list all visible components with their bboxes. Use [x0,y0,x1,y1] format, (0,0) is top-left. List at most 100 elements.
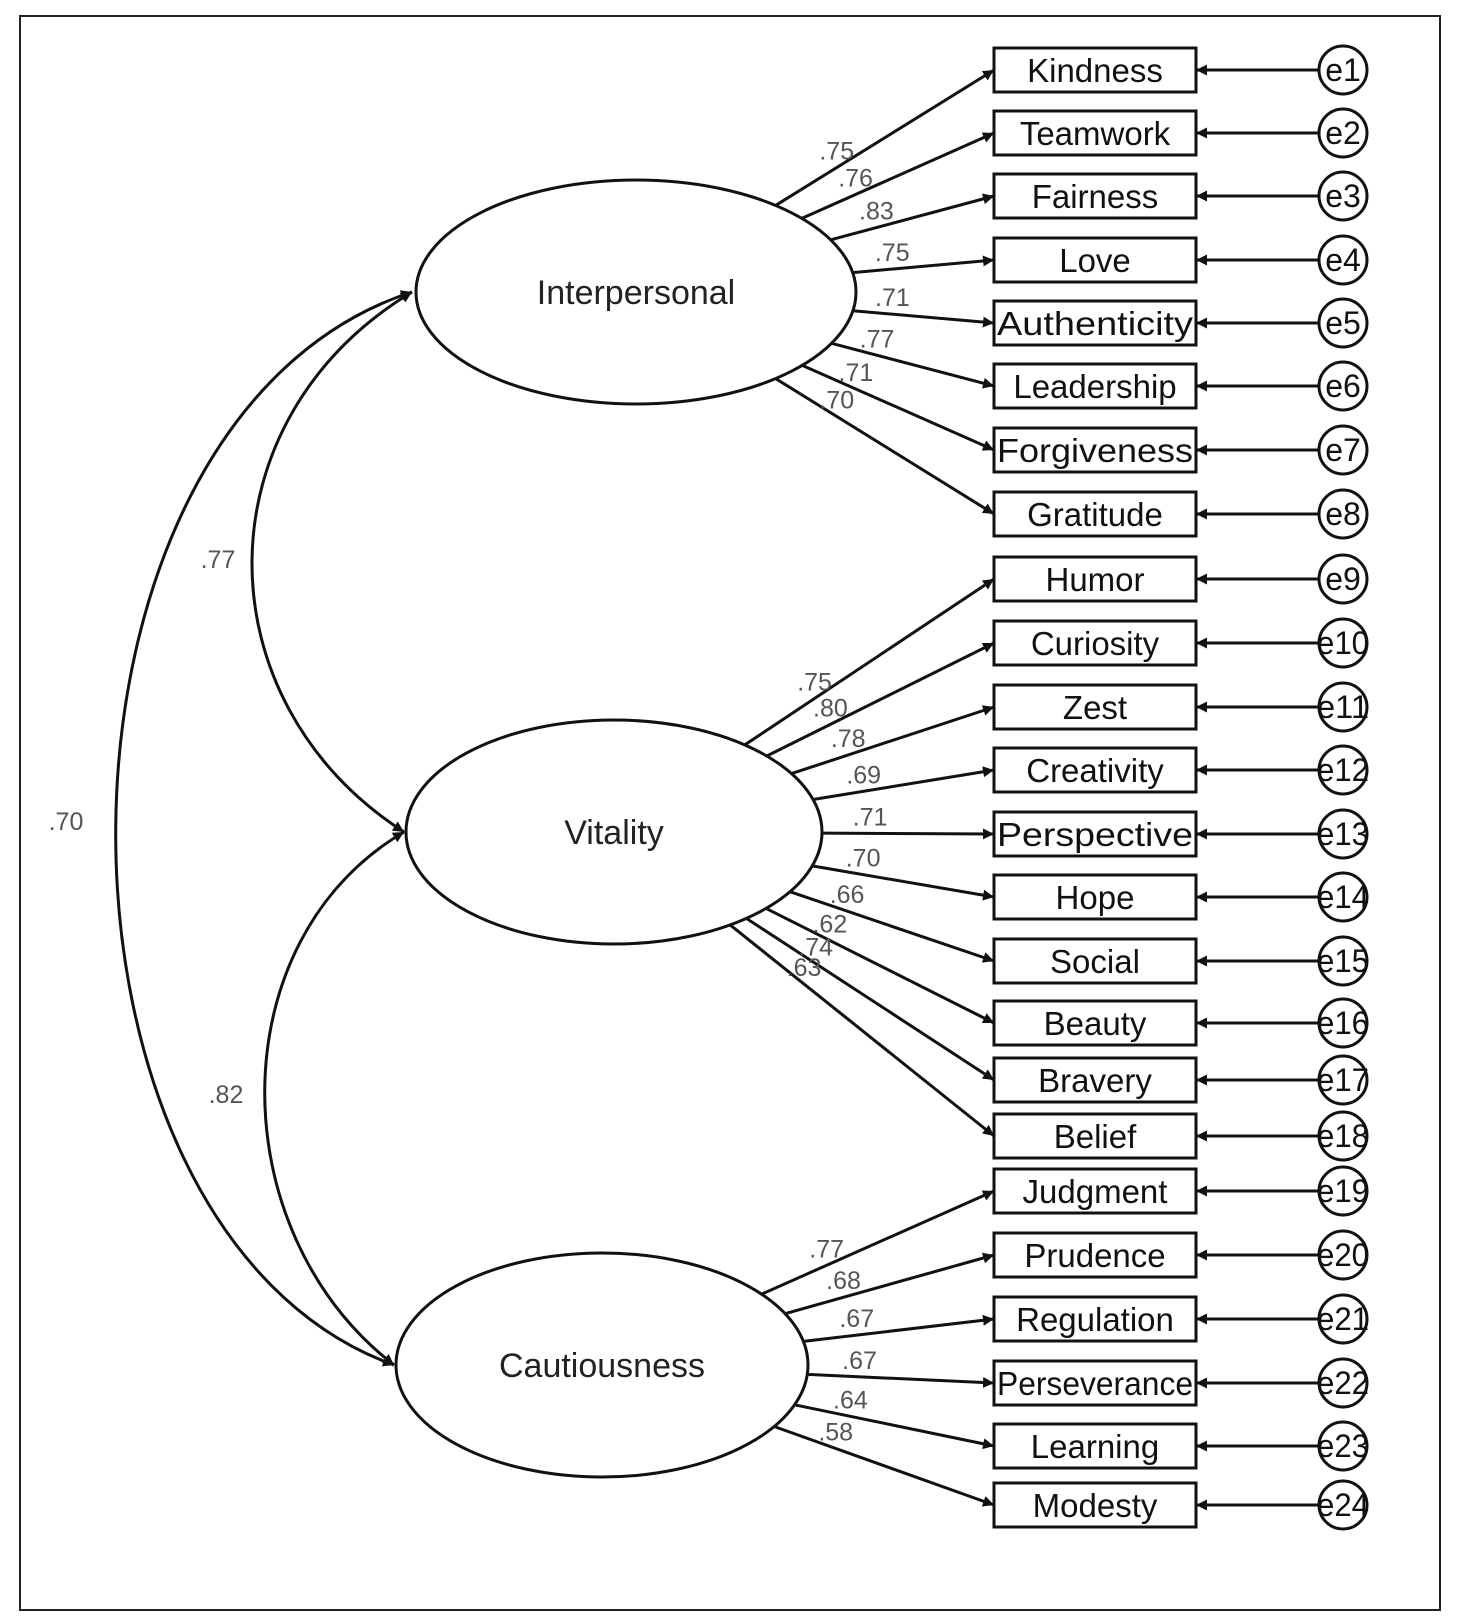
indicator-box [992,1481,1198,1529]
indicator-creativity: Creativity [992,746,1198,794]
loading-value: .67 [839,1305,874,1333]
indicator-box [992,746,1198,794]
correlation-value: .70 [49,808,84,836]
indicator-label: Regulation [1016,1301,1174,1338]
error-label: e9 [1325,561,1361,597]
loading-arrow [852,255,995,275]
loading-value: .63 [787,954,822,982]
error-circle [1317,1110,1369,1162]
loading-value: .76 [838,164,873,192]
indicator-perspective: Perspective [992,810,1198,858]
error-circle [1317,1054,1369,1106]
indicator-beauty: Beauty [992,999,1198,1047]
indicator-leadership: Leadership [992,362,1198,410]
correlation-curve [114,290,413,1367]
loading-arrow [831,341,995,389]
error-term-e19: e19 [1196,1165,1369,1217]
error-circle [1317,44,1369,96]
indicator-box [992,46,1198,94]
figure-frame [19,15,1441,1611]
indicator-curiosity: Curiosity [992,619,1198,667]
loading-value: .70 [819,386,854,414]
loading-value: .78 [831,725,866,753]
indicator-judgment: Judgment [992,1167,1198,1215]
correlation-value: .77 [201,546,236,574]
error-circle [1317,1420,1369,1472]
indicator-box [992,299,1198,347]
loading-arrow [830,193,995,242]
loading-arrow [794,1403,995,1450]
loading-arrow [789,890,995,963]
indicator-social: Social [992,937,1198,985]
loading-arrow [760,1189,995,1296]
indicator-bravery: Bravery [992,1056,1198,1104]
error-label: e17 [1317,1062,1369,1098]
error-label: e11 [1317,689,1369,725]
indicator-box [992,1359,1198,1407]
error-circle [1317,297,1369,349]
error-term-e6: e6 [1196,360,1369,412]
loading-arrow [774,68,995,207]
error-circle [1317,935,1369,987]
loading-arrow [801,363,995,452]
error-label: e3 [1325,178,1361,214]
indicator-label: Leadership [1013,368,1176,405]
error-label: e2 [1325,115,1361,151]
factor-cautiousness: Cautiousness [394,1251,810,1479]
indicator-label: Humor [1045,561,1144,598]
error-label: e23 [1317,1428,1369,1464]
loading-value: .75 [797,668,832,696]
error-label: e16 [1317,1005,1369,1041]
error-label: e12 [1317,752,1369,788]
indicator-perseverance: Perseverance [992,1359,1198,1407]
error-circle [1317,424,1369,476]
indicator-label: Perseverance [997,1365,1193,1402]
loading-arrow [811,864,995,901]
error-term-e9: e9 [1196,553,1369,605]
loading-value: .80 [813,694,848,722]
indicator-box [992,937,1198,985]
loading-value: .74 [798,934,833,962]
correlation-curve [263,830,405,1367]
indicator-label: Judgment [1023,1173,1168,1210]
error-circle [1317,997,1369,1049]
error-circle [1317,744,1369,796]
loading-layer: .75.76.83.75.71.77.71.70.75.80.78.69.71.… [729,68,995,1507]
indicator-belief: Belief [992,1112,1198,1160]
loading-arrow [791,705,995,776]
error-term-e24: e24 [1196,1479,1369,1531]
indicator-modesty: Modesty [992,1481,1198,1529]
indicator-box [992,362,1198,410]
indicator-box [992,555,1198,603]
factor-interpersonal: Interpersonal [414,178,858,406]
loading-value: .71 [839,359,874,387]
error-term-e22: e22 [1196,1357,1369,1409]
error-term-e8: e8 [1196,488,1369,540]
indicator-box [992,1422,1198,1470]
error-term-e16: e16 [1196,997,1369,1049]
error-term-e13: e13 [1196,808,1369,860]
loading-value: .62 [812,911,847,939]
loading-value: .77 [860,325,895,353]
error-label: e24 [1317,1487,1369,1523]
loading-arrow [852,309,995,328]
error-circle [1317,617,1369,669]
error-circle [1317,1293,1369,1345]
loading-arrow [812,766,995,802]
loading-value: .75 [875,239,910,267]
indicator-label: Creativity [1026,752,1164,789]
loading-arrow [765,907,995,1025]
error-term-e14: e14 [1196,871,1369,923]
error-circle [1317,1229,1369,1281]
latent-factor-label: Interpersonal [537,274,735,312]
indicator-label: Social [1050,943,1140,980]
error-circle [1317,360,1369,412]
error-label: e1 [1325,52,1361,88]
indicator-box [992,619,1198,667]
indicator-learning: Learning [992,1422,1198,1470]
correlation-interpersonal-vitality: .77 [201,290,413,834]
indicator-label: Belief [1054,1118,1137,1155]
indicator-box [992,490,1198,538]
indicator-forgiveness: Forgiveness [992,426,1198,474]
